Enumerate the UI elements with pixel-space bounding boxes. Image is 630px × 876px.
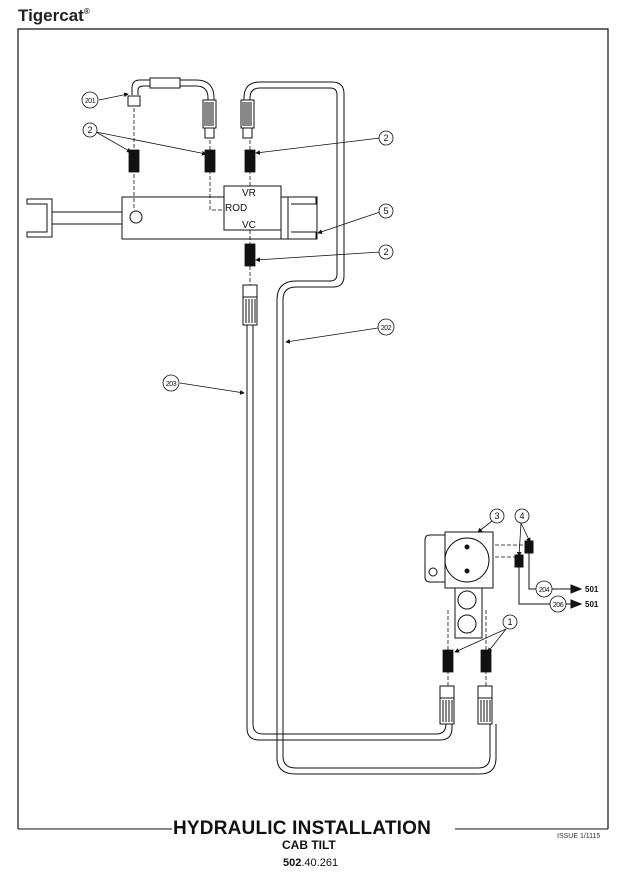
callout-2-vr: 2 [378, 130, 394, 146]
svg-text:5: 5 [383, 206, 388, 216]
pin-hole [129, 210, 143, 224]
callout-5: 5 [378, 203, 394, 219]
svg-text:206: 206 [553, 602, 564, 609]
svg-text:2: 2 [383, 247, 388, 257]
port-label-rod: ROD [225, 203, 247, 214]
page-frame [17, 28, 609, 829]
cylinder-barrel [121, 196, 318, 240]
elbows-4 [514, 540, 583, 609]
svg-text:3: 3 [494, 511, 499, 521]
callout-204: 204 [535, 580, 553, 598]
page-subtitle: CAB TILT [282, 838, 336, 852]
svg-text:201: 201 [85, 98, 96, 105]
code-rest: .40.261 [301, 857, 339, 869]
svg-text:203: 203 [166, 381, 177, 388]
cylinder [26, 185, 318, 240]
port-label-vc: VC [242, 220, 256, 231]
page-code: 502.40.261 [283, 857, 338, 869]
center-lines [133, 108, 525, 690]
rod-clevis [26, 198, 53, 238]
fittings-2 [128, 149, 492, 673]
callout-2-top: 2 [82, 122, 98, 138]
callout-4: 4 [514, 508, 530, 524]
svg-text:4: 4 [519, 511, 524, 521]
output-501-a: 501 [585, 585, 599, 594]
brand-logo: Tigercat® [18, 6, 90, 26]
callout-1: 1 [502, 614, 518, 630]
svg-text:2: 2 [383, 133, 388, 143]
callout-203: 203 [162, 374, 180, 392]
hose-203 [242, 284, 493, 741]
callout-3: 3 [489, 508, 505, 524]
svg-text:1: 1 [507, 617, 512, 627]
callout-201: 201 [81, 91, 99, 109]
brand-name: Tigercat [18, 6, 84, 25]
issue-label: ISSUE 1/1115 [557, 833, 601, 840]
port-label-vr: VR [242, 188, 256, 199]
page-title: HYDRAULIC INSTALLATION [173, 818, 432, 839]
svg-text:204: 204 [539, 587, 550, 594]
base-clevis [288, 196, 317, 240]
hose-201 [127, 77, 217, 139]
callout-202: 202 [377, 318, 395, 336]
port-block [223, 185, 282, 231]
output-501-b: 501 [585, 600, 599, 609]
registered-mark: ® [83, 7, 90, 16]
piston-rod [51, 211, 123, 225]
hose-202 [240, 81, 497, 775]
code-bold: 502 [283, 857, 302, 869]
callout-206: 206 [549, 595, 567, 613]
leader-lines [95, 92, 531, 653]
svg-text:202: 202 [381, 325, 392, 332]
svg-text:2: 2 [87, 125, 92, 135]
callout-2-vc: 2 [378, 244, 394, 260]
valve-3 [424, 531, 494, 639]
